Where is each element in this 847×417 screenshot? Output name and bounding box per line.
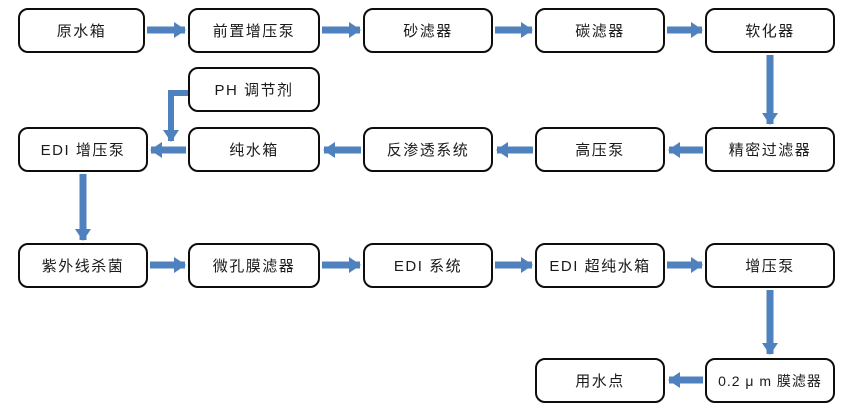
node-label: EDI 增压泵 — [40, 142, 126, 159]
node-label: 原水箱 — [56, 23, 107, 40]
node-edi-system: EDI 系统 — [363, 243, 493, 288]
node-ro-system: 反渗透系统 — [363, 127, 493, 172]
node-label: 砂滤器 — [403, 23, 453, 40]
node-precision-filter: 精密过滤器 — [705, 127, 835, 172]
node-label: 用水点 — [575, 373, 625, 390]
node-uv-sterilizer: 紫外线杀菌 — [18, 243, 148, 288]
node-label: 高压泵 — [575, 142, 625, 159]
node-pre-booster-pump: 前置增压泵 — [188, 8, 320, 53]
node-label: 0.2 μ m 膜滤器 — [718, 372, 822, 389]
node-label: EDI 系统 — [393, 258, 463, 275]
node-booster-pump: 增压泵 — [705, 243, 835, 288]
node-label: 反渗透系统 — [386, 142, 470, 159]
node-label: 紫外线杀菌 — [41, 258, 125, 275]
node-micropore-membrane-filter: 微孔膜滤器 — [188, 243, 320, 288]
node-label: 增压泵 — [745, 258, 795, 275]
node-high-pressure-pump: 高压泵 — [535, 127, 665, 172]
node-raw-water-tank: 原水箱 — [18, 8, 145, 53]
node-label: 微孔膜滤器 — [212, 258, 296, 275]
connector-ph-to-puretank — [163, 90, 188, 142]
node-softener: 软化器 — [705, 8, 835, 53]
node-label: EDI 超纯水箱 — [549, 258, 651, 275]
node-edi-ultrapure-water-tank: EDI 超纯水箱 — [535, 243, 665, 288]
node-label: 碳滤器 — [575, 23, 625, 40]
node-label: 纯水箱 — [229, 142, 279, 159]
node-label: 前置增压泵 — [212, 23, 296, 40]
node-point-of-use: 用水点 — [535, 358, 665, 403]
node-pure-water-tank: 纯水箱 — [188, 127, 320, 172]
node-edi-booster-pump: EDI 增压泵 — [18, 127, 148, 172]
node-membrane-filter-0-2um: 0.2 μ m 膜滤器 — [705, 358, 835, 403]
node-label: 精密过滤器 — [728, 142, 812, 159]
node-carbon-filter: 碳滤器 — [535, 8, 665, 53]
node-sand-filter: 砂滤器 — [363, 8, 493, 53]
node-label: PH 调节剂 — [214, 82, 294, 99]
node-label: 软化器 — [745, 23, 795, 40]
node-ph-adjuster: PH 调节剂 — [188, 67, 320, 112]
